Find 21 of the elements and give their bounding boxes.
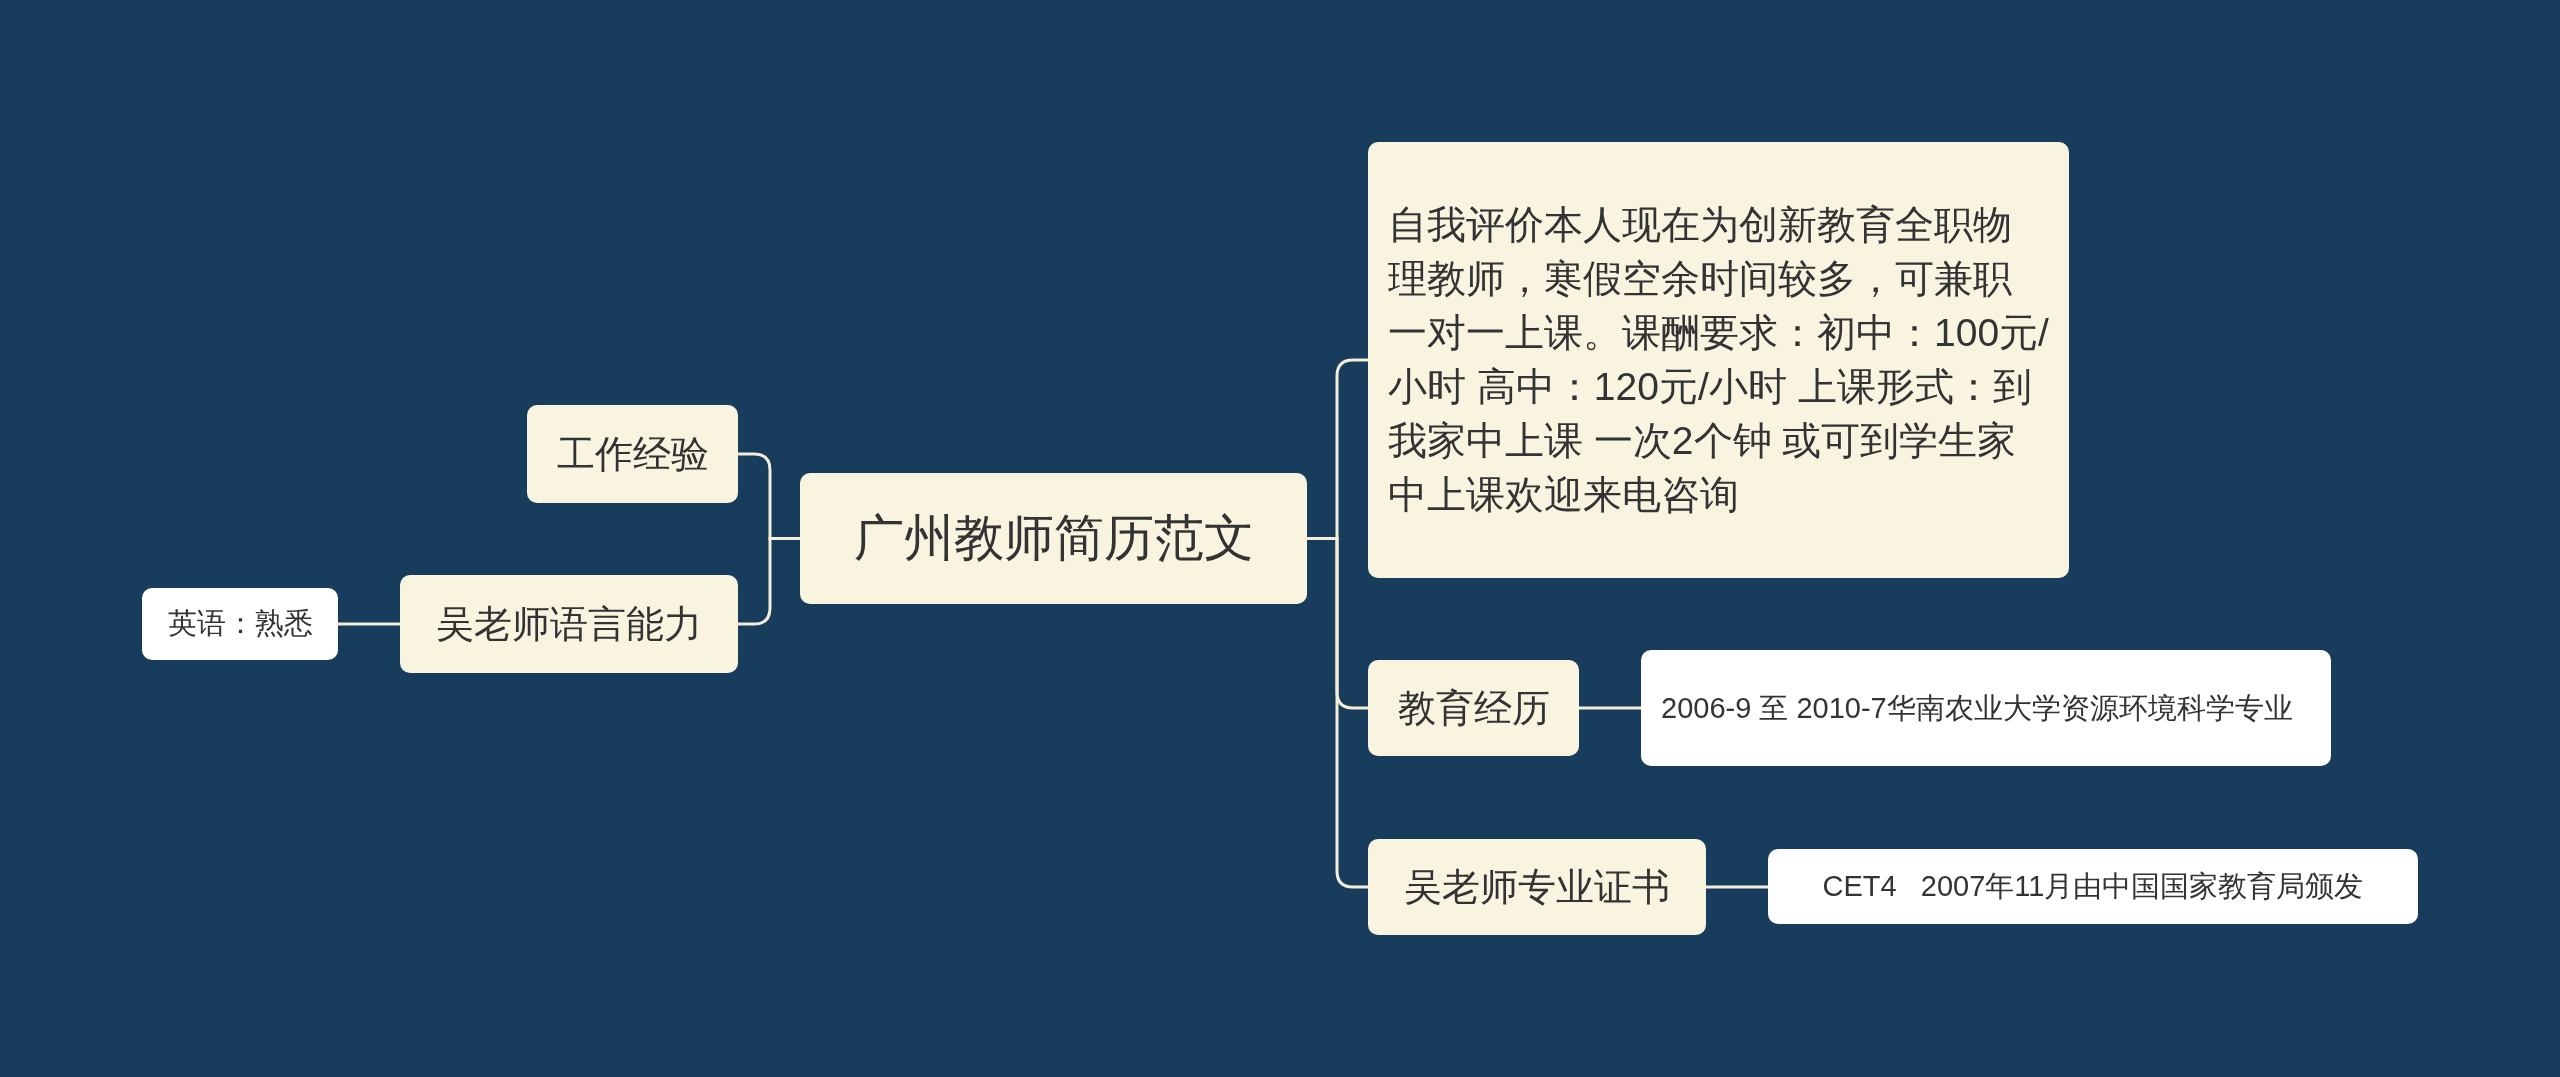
topic-text: 教育经历 [1397,685,1550,731]
topic-text: 自我评价本人现在为创新教育全职物理教师，寒假空余时间较多，可兼职一对一上课。课酬要求：初中：100元/小时 高中：120元/小时 上课形式：到我家中上课 一次2个钟 或可到学生家中上课欢迎来电咨询 [1388,202,2049,518]
topic-text: 英语：熟悉 [167,606,313,641]
detail-box [1641,650,2331,766]
topic-text: 广州教师简历范文 [853,509,1254,568]
detail-box [1768,849,2418,924]
detail-box [142,588,338,660]
root-topic-box [800,473,1307,604]
topic-box [1368,839,1706,935]
topic-text: 吴老师专业证书 [1404,864,1670,910]
connector-line [338,622,400,626]
topic-text: CET4 2007年11月由中国国家教育局颁发 [1822,868,2364,904]
topic-text: 2006-9 至 2010-7华南农业大学资源环境科学专业 [1661,691,2293,726]
topic-text: 吴老师语言能力 [436,601,702,647]
topic-box [1368,142,2069,578]
topic-box [527,405,738,503]
topic-box [400,575,738,673]
connector-line [1579,706,1641,710]
topic-box [1368,660,1579,756]
connector-line [1706,885,1768,889]
topic-text: 工作经验 [556,431,709,477]
